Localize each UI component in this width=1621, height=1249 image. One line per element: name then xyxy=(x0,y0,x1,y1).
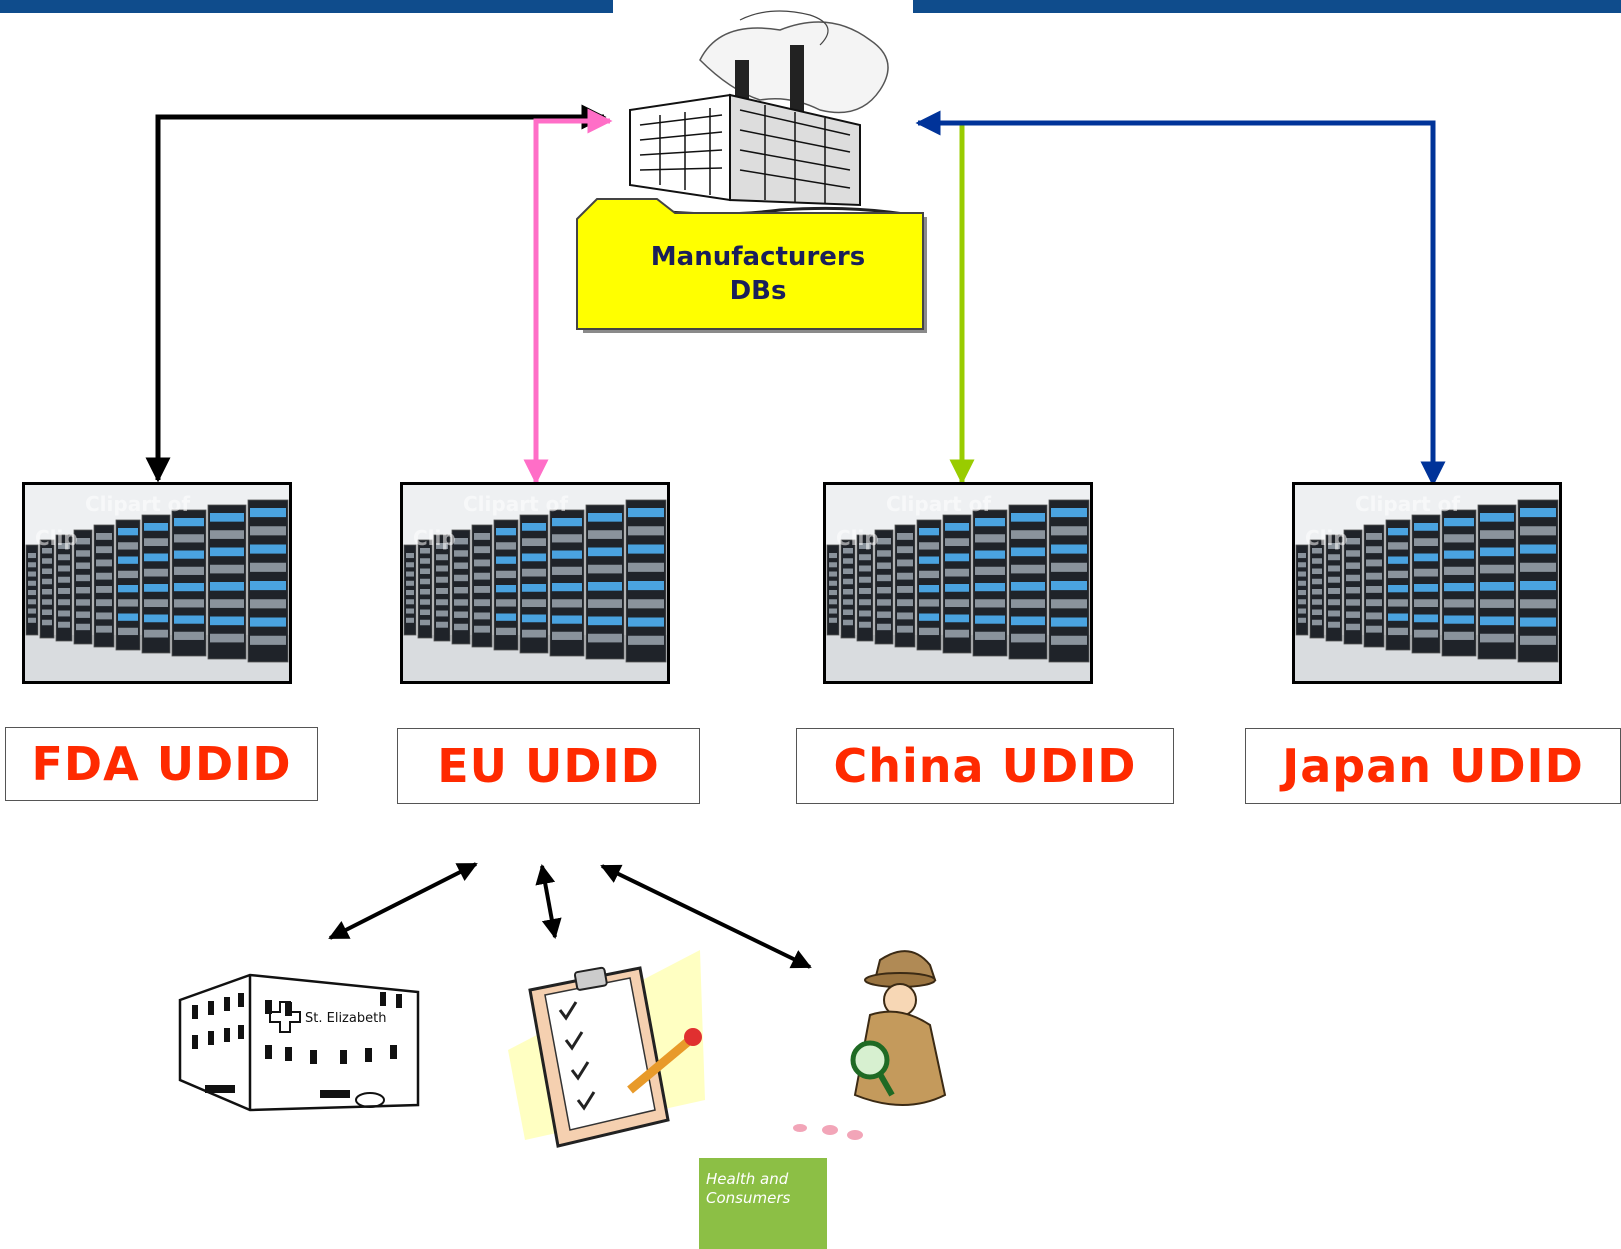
china-udid-label: China UDID xyxy=(833,739,1137,793)
watermark-text: Clip xyxy=(35,526,78,550)
watermark-text: Clipart of xyxy=(1355,492,1460,516)
watermark-text: Clip xyxy=(1305,526,1348,550)
server-rack-graphic: Clipart of Clip xyxy=(403,485,667,681)
japan-connector xyxy=(915,110,1446,487)
fda-connector xyxy=(145,104,607,483)
china-udid-label-box: China UDID xyxy=(796,728,1174,804)
fda-udid-label-box: FDA UDID xyxy=(5,727,318,801)
fda-server-icon: Clipart of Clip xyxy=(22,482,292,684)
eu-to-checklist-arrow xyxy=(535,864,562,939)
health-consumers-box: Health and Consumers xyxy=(699,1158,827,1249)
watermark-text: Clip xyxy=(836,526,879,550)
server-rack-graphic: Clipart of Clip xyxy=(25,485,289,681)
watermark-text: Clipart of xyxy=(85,492,190,516)
eu-connector xyxy=(523,108,613,485)
fda-udid-label: FDA UDID xyxy=(31,737,292,791)
eu-udid-label: EU UDID xyxy=(437,739,660,793)
japan-udid-label: Japan UDID xyxy=(1282,739,1584,793)
japan-server-icon: Clipart of Clip xyxy=(1292,482,1562,684)
eu-udid-label-box: EU UDID xyxy=(397,728,700,804)
eu-to-hospital-arrow xyxy=(328,862,478,940)
china-server-icon: Clipart of Clip xyxy=(823,482,1093,684)
japan-udid-label-box: Japan UDID xyxy=(1245,728,1621,804)
hospital-sign: St. Elizabeth xyxy=(305,1011,386,1026)
health-consumers-text: Health and Consumers xyxy=(706,1170,791,1207)
clipboard-checklist-icon xyxy=(508,950,705,1148)
watermark-text: Clipart of xyxy=(886,492,991,516)
manufacturers-db-folder xyxy=(576,198,927,333)
watermark-text: Clip xyxy=(413,526,456,550)
server-rack-graphic: Clipart of Clip xyxy=(826,485,1090,681)
manufacturers-db-label: Manufacturers DBs xyxy=(650,242,866,306)
watermark-text: Clipart of xyxy=(463,492,568,516)
server-rack-graphic: Clipart of Clip xyxy=(1295,485,1559,681)
eu-server-icon: Clipart of Clip xyxy=(400,482,670,684)
factory-icon xyxy=(613,0,913,217)
detective-icon xyxy=(793,950,947,1140)
hospital-icon: St. Elizabeth xyxy=(178,973,420,1112)
eu-to-inspector-arrow xyxy=(600,864,812,969)
